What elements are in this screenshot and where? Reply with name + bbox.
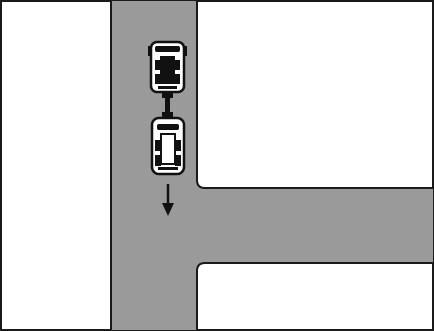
- towing-vehicle-icon: [148, 40, 187, 94]
- upper-right-kerb: [196, 1, 433, 189]
- lower-right-kerb: [196, 262, 433, 330]
- direction-arrow-down-icon: [162, 184, 174, 216]
- road-surface: [111, 1, 433, 330]
- tow-bar: [162, 93, 173, 117]
- towed-vehicle-icon: [150, 116, 186, 176]
